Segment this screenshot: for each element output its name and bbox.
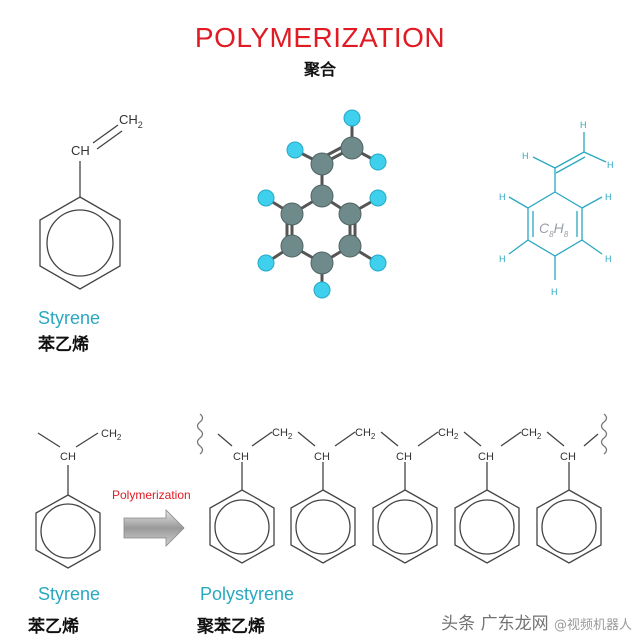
svg-text:CH2: CH2 [521, 427, 542, 441]
carbon-atom [280, 202, 304, 226]
monomer-name-en: Styrene [38, 584, 101, 604]
svg-text:H: H [605, 254, 612, 264]
monomer-name-zh: 苯乙烯 [28, 617, 79, 637]
carbon-atom [340, 136, 364, 160]
monomer-ch2-label: CH2 [101, 428, 122, 442]
hydrogen-atom [369, 254, 387, 272]
svg-text:H: H [499, 254, 506, 264]
svg-text:CH2: CH2 [272, 427, 293, 441]
svg-text:H: H [522, 151, 529, 161]
reaction-arrow [123, 509, 185, 547]
svg-text:CH: CH [478, 451, 494, 463]
watermark-small: @视频机器人 [553, 618, 632, 633]
styrene-name-zh: 苯乙烯 [38, 335, 89, 355]
benzene-ring [39, 196, 121, 290]
benzene-aromatic-circle [46, 209, 114, 277]
watermark-brand: 广东龙网 [480, 614, 549, 634]
carbon-atom [280, 234, 304, 258]
watermark-prefix: 头条 [441, 614, 476, 634]
hydrogen-labels: H H H H H H H H [499, 120, 614, 297]
svg-text:H: H [607, 160, 614, 170]
hydrogen-atom [369, 189, 387, 207]
molecular-formula: C8H8 [539, 220, 569, 239]
watermark: 头条 广东龙网 @视频机器人 [441, 609, 632, 634]
svg-text:H: H [551, 287, 558, 297]
polymer-chain [196, 413, 608, 564]
chain-break-right [600, 413, 608, 455]
svg-text:CH2: CH2 [438, 427, 459, 441]
styrene-ch2-label: CH2 [119, 112, 143, 130]
styrene-skeletal-structure [39, 124, 123, 290]
polymer-name-en: Polystyrene [200, 584, 295, 604]
svg-text:CH: CH [233, 451, 249, 463]
hydrogen-atom [369, 153, 387, 171]
hydrogen-atom [343, 109, 361, 127]
chain-break-left [196, 413, 204, 455]
carbon-atom [310, 251, 334, 275]
polymerization-arrow-label: Polymerization [112, 488, 191, 502]
hydrogen-atom [286, 141, 304, 159]
svg-text:CH: CH [560, 451, 576, 463]
monomer-ch-label: CH [60, 451, 76, 463]
svg-text:H: H [605, 192, 612, 202]
hydrogen-atom [313, 281, 331, 299]
carbon-atom [338, 234, 362, 258]
monomer-structure [35, 432, 101, 569]
hydrogen-atom [257, 189, 275, 207]
styrene-ch-label: CH [71, 143, 90, 158]
svg-text:H: H [499, 192, 506, 202]
carbon-atom [310, 152, 334, 176]
vinyl-bond-1 [92, 124, 119, 144]
hydrogen-atom [257, 254, 275, 272]
svg-text:H: H [580, 120, 587, 130]
page-subtitle: 聚合 [303, 60, 336, 79]
carbon-atom [338, 202, 362, 226]
styrene-ball-stick-model [257, 109, 387, 299]
styrene-name-en: Styrene [38, 308, 101, 328]
svg-text:CH: CH [396, 451, 412, 463]
page-title: POLYMERIZATION [194, 22, 446, 53]
svg-text:CH2: CH2 [355, 427, 376, 441]
svg-text:CH: CH [314, 451, 330, 463]
polymer-ch-labels: CH CH CH CH CH [233, 451, 576, 463]
vinyl-bond-2 [96, 130, 123, 150]
polymer-ch2-labels: CH2 CH2 CH2 CH2 [272, 427, 542, 441]
carbon-atom [310, 184, 334, 208]
styrene-full-structure [508, 132, 607, 280]
polymer-name-zh: 聚苯乙烯 [197, 617, 265, 637]
